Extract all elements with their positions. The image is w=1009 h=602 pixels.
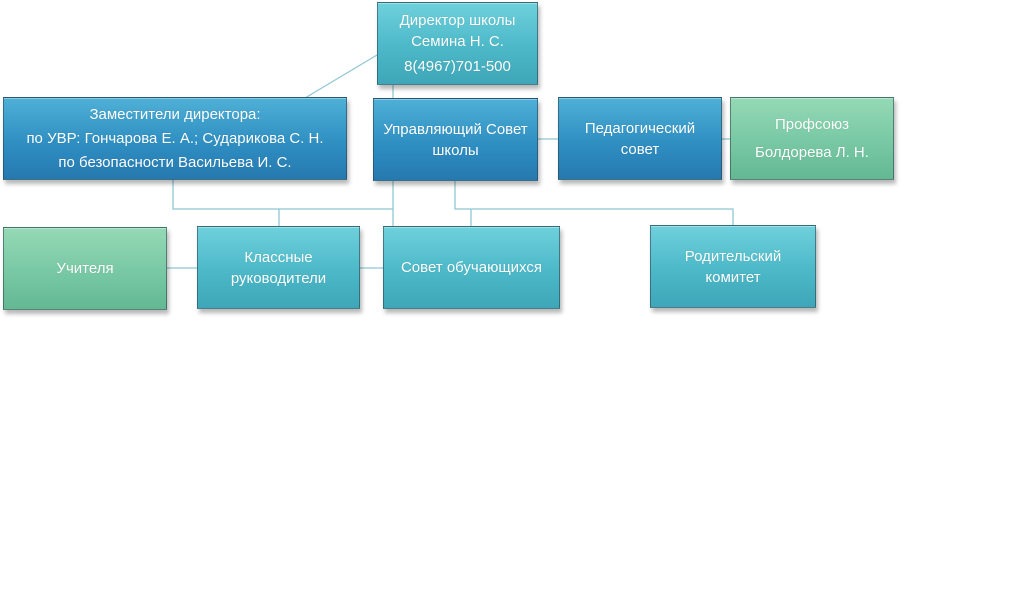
classteachers-line-1: Классные	[244, 248, 313, 266]
parents-line-2: комитет	[705, 268, 761, 286]
node-teachers: Учителя	[3, 227, 167, 310]
teachers-label: Учителя	[56, 260, 114, 277]
node-class-teachers: Классные руководители	[197, 226, 360, 309]
deputies-title: Заместители директора:	[89, 105, 261, 123]
pedcouncil-line-1: Педагогический	[584, 119, 696, 137]
board-line-2: школы	[432, 141, 479, 159]
node-director: Директор школы Семина Н. С. 8(4967)701-5…	[377, 2, 538, 85]
director-phone: 8(4967)701-500	[404, 58, 511, 75]
node-governing-board: Управляющий Совет школы	[373, 98, 538, 181]
connector-director-deputies	[304, 54, 378, 99]
pedcouncil-line-2: совет	[620, 140, 660, 158]
connector-board-parents	[454, 181, 734, 226]
union-line-2: Болдорева Л. Н.	[755, 143, 869, 161]
deputies-uvr: по УВР: Гончарова Е. А.; Сударикова С. Н…	[26, 129, 324, 147]
union-line-1: Профсоюз	[775, 115, 849, 133]
studentcouncil-label: Совет обучающихся	[400, 259, 543, 276]
board-line-1: Управляющий Совет	[383, 120, 528, 138]
parents-line-1: Родительский	[684, 247, 782, 265]
node-student-council: Совет обучающихся	[383, 226, 560, 309]
node-pedagogical-council: Педагогический совет	[558, 97, 722, 180]
node-trade-union: Профсоюз Болдорева Л. Н.	[730, 97, 894, 180]
classteachers-line-2: руководители	[230, 269, 327, 287]
connector-deputies-classteachers	[172, 180, 280, 227]
director-title: Директор школы	[399, 12, 516, 29]
deputies-safety: по безопасности Васильева И. С.	[58, 153, 292, 171]
director-name: Семина Н. С.	[411, 33, 504, 50]
node-parent-committee: Родительский комитет	[650, 225, 816, 308]
node-deputies: Заместители директора: по УВР: Гончарова…	[3, 97, 347, 180]
